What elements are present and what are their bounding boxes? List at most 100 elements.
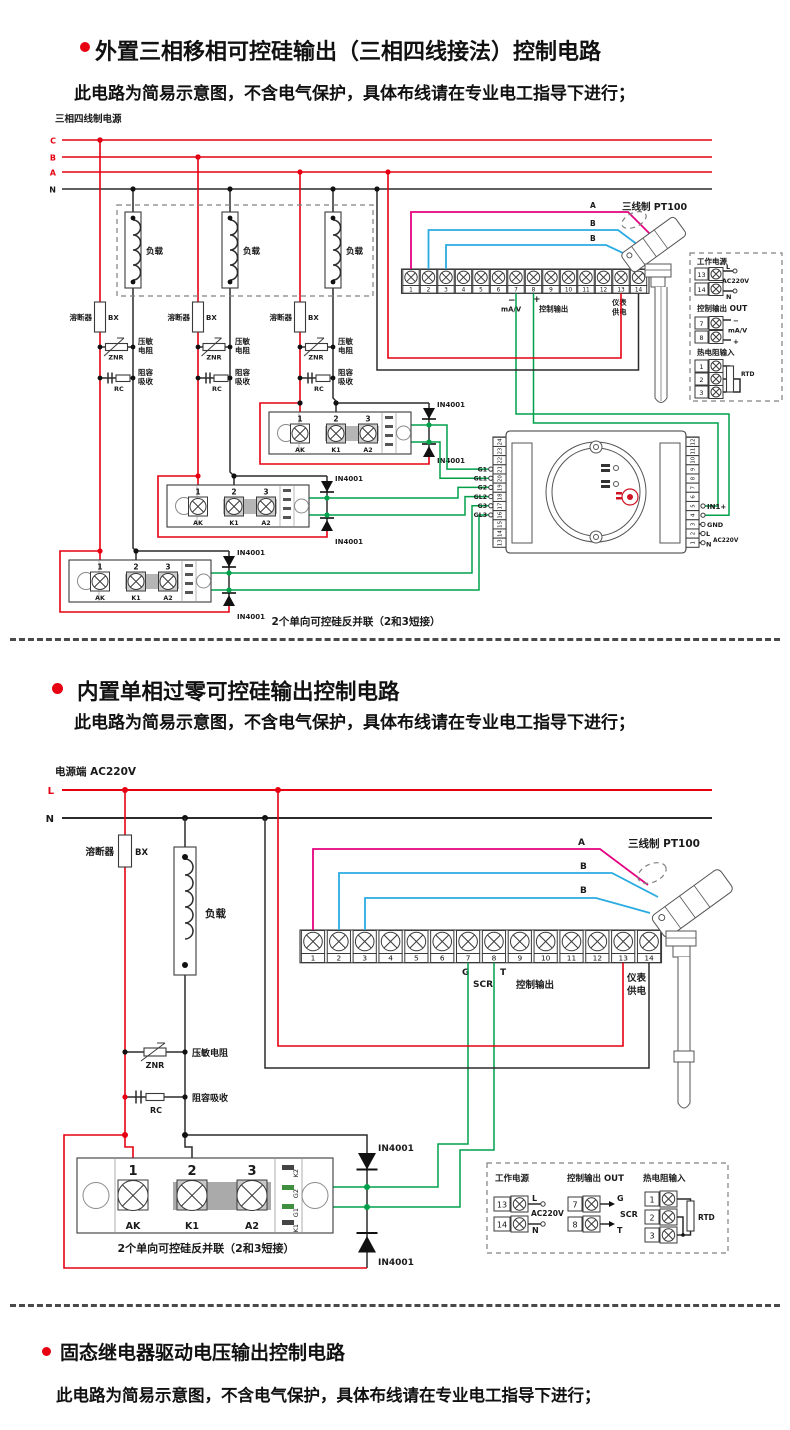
- ssr1-diode1-label: IN4001: [437, 401, 465, 409]
- panel-14: 14: [697, 286, 705, 294]
- rc3-l2: 吸收: [338, 376, 353, 386]
- load2-label: 负载: [243, 246, 261, 257]
- circuit2-single-phase-diagram: 电源端 AC220V L N 溶断器 BX 负载 ZNR 压敏电阻: [46, 765, 733, 1269]
- legend-panel: 工作电源 13 L AC220V N 14 控制输出 OUT 7 − mA/V …: [689, 252, 783, 402]
- sensor-control-wires2: A B B: [264, 790, 659, 1208]
- load-1: 负载: [124, 211, 164, 289]
- znr2-l2: 电阻: [235, 345, 250, 355]
- trigger-left-terminal: 14: [492, 528, 507, 539]
- trigger-left-terminal: 19: [492, 482, 507, 493]
- panel2-8: 8: [572, 1221, 577, 1230]
- panel-n: N: [726, 293, 731, 301]
- svg-text:7: 7: [691, 486, 697, 489]
- panel-r2: 2: [699, 376, 703, 384]
- load-label2: 负载: [205, 907, 226, 920]
- trigger-right-terminal: 5: [685, 500, 700, 512]
- phase-a-label: A: [50, 169, 57, 178]
- svg-text:14: 14: [498, 530, 504, 537]
- ssr-caption: 2个单向可控硅反并联（2和3短接）: [272, 615, 441, 628]
- panel-l: L: [726, 263, 730, 271]
- phase-c-label: C: [50, 137, 56, 146]
- panel2-13: 13: [497, 1201, 507, 1210]
- ssr2-t3-name: A2: [245, 1221, 259, 1232]
- trigger-l-label: L: [706, 530, 710, 538]
- strip-terminal: 10: [559, 269, 578, 294]
- sensor-wires: A B B: [374, 169, 730, 516]
- wire-b2-label: B: [590, 234, 596, 243]
- section3-title: 固态继电器驱动电压输出控制电路: [60, 1342, 346, 1364]
- phase-b-label: B: [50, 154, 56, 163]
- svg-text:13: 13: [617, 288, 625, 294]
- panel-r1: 1: [699, 363, 703, 371]
- strip-terminal2: 7: [456, 930, 481, 963]
- svg-text:4: 4: [462, 288, 466, 294]
- strip-terminal2: 12: [585, 930, 610, 963]
- svg-text:3: 3: [691, 523, 697, 526]
- meter-supply2-1: 仪表: [626, 972, 647, 984]
- panel2-scr: SCR: [620, 1210, 638, 1219]
- panel-power-title: 工作电源: [697, 256, 727, 266]
- section1-title: 外置三相移相可控硅输出（三相四线接法）控制电路: [95, 40, 602, 65]
- load3-label: 负载: [346, 246, 364, 257]
- znr3-code: ZNR: [308, 354, 323, 362]
- panel2-t: T: [617, 1226, 623, 1235]
- panel2-r1: 1: [649, 1196, 654, 1205]
- trigger-right-terminal: 11: [685, 445, 700, 457]
- ssr2-t1-number: 1: [128, 1164, 137, 1179]
- ac-bus: 电源端 AC220V L N: [46, 765, 712, 825]
- svg-text:6: 6: [691, 495, 697, 499]
- svg-text:12: 12: [593, 954, 602, 963]
- znr1-l2: 电阻: [138, 345, 153, 355]
- section3-bullet-icon: [42, 1347, 51, 1356]
- fuse2-label: 溶断器: [168, 312, 191, 322]
- rc2-l1: 阻容: [235, 367, 250, 377]
- pt100-sensor: 三线制 PT100: [621, 201, 687, 403]
- strip-terminal2: 13: [611, 930, 636, 963]
- ssr-wiring: IN4001 IN4001 IN4001 IN4001 IN4001 IN400…: [59, 400, 465, 621]
- gate-terminal: GL2: [474, 494, 494, 501]
- diode1-label2: IN4001: [378, 1144, 414, 1154]
- panel2-7: 7: [572, 1201, 577, 1210]
- rc1-l2: 吸收: [138, 376, 153, 386]
- svg-text:5: 5: [414, 954, 419, 963]
- trigger-right-terminal: 10: [685, 455, 700, 466]
- legend-panel2: 工作电源 13 14 L AC220V N 控制输出 OUT 7 8 G SCR…: [486, 1162, 729, 1254]
- ssr2-side-k1: K1: [292, 1224, 300, 1232]
- rc2-code: RC: [212, 385, 222, 393]
- svg-text:2: 2: [336, 954, 341, 963]
- rc2-l2: 吸收: [235, 376, 250, 386]
- rc-code2: RC: [150, 1106, 162, 1115]
- ssr2-t3-number: 3: [247, 1164, 256, 1179]
- strip-terminal2: 9: [507, 930, 532, 963]
- svg-text:11: 11: [582, 288, 590, 294]
- section2-subtitle: 此电路为简易示意图，不含电气保护，具体布线请在专业电工指导下进行；: [74, 713, 635, 733]
- svg-text:10: 10: [565, 288, 573, 294]
- controller-terminal-strip: 1 2 3 4: [400, 268, 650, 317]
- power-source-label2: 电源端 AC220V: [55, 765, 137, 778]
- svg-text:19: 19: [498, 484, 504, 491]
- fuse-1: 溶断器 BX: [70, 301, 119, 333]
- svg-text:8: 8: [691, 476, 697, 480]
- svg-text:8: 8: [492, 954, 497, 963]
- out-scr: SCR: [473, 980, 493, 990]
- trigger-v-label: AC220V: [713, 538, 739, 544]
- strip-terminal: 3: [437, 269, 455, 294]
- svg-text:G2: G2: [478, 485, 487, 492]
- ssr3-diode2-label: IN4001: [237, 613, 265, 621]
- fuse-2: 溶断器 BX: [168, 301, 217, 333]
- section-divider-2: [10, 1304, 780, 1307]
- svg-text:12: 12: [600, 288, 608, 294]
- trigger-right-terminal: 12: [685, 436, 700, 447]
- ssr-module-large: 1 2 3 AK K1 A2 K2 G2 G1 K1: [76, 1157, 334, 1234]
- trigger-right-terminal: 7: [685, 482, 700, 493]
- out-label2: 控制输出: [516, 979, 554, 991]
- svg-text:14: 14: [644, 954, 654, 963]
- ssr-module-3: [69, 560, 211, 602]
- strip-terminal2: 14: [636, 930, 662, 963]
- svg-text:GL2: GL2: [474, 494, 487, 501]
- trigger-left-terminal: 20: [492, 473, 507, 484]
- panel2-rtd-title: 热电阻输入: [643, 1173, 686, 1184]
- svg-text:11: 11: [567, 954, 577, 963]
- svg-text:8: 8: [532, 288, 536, 294]
